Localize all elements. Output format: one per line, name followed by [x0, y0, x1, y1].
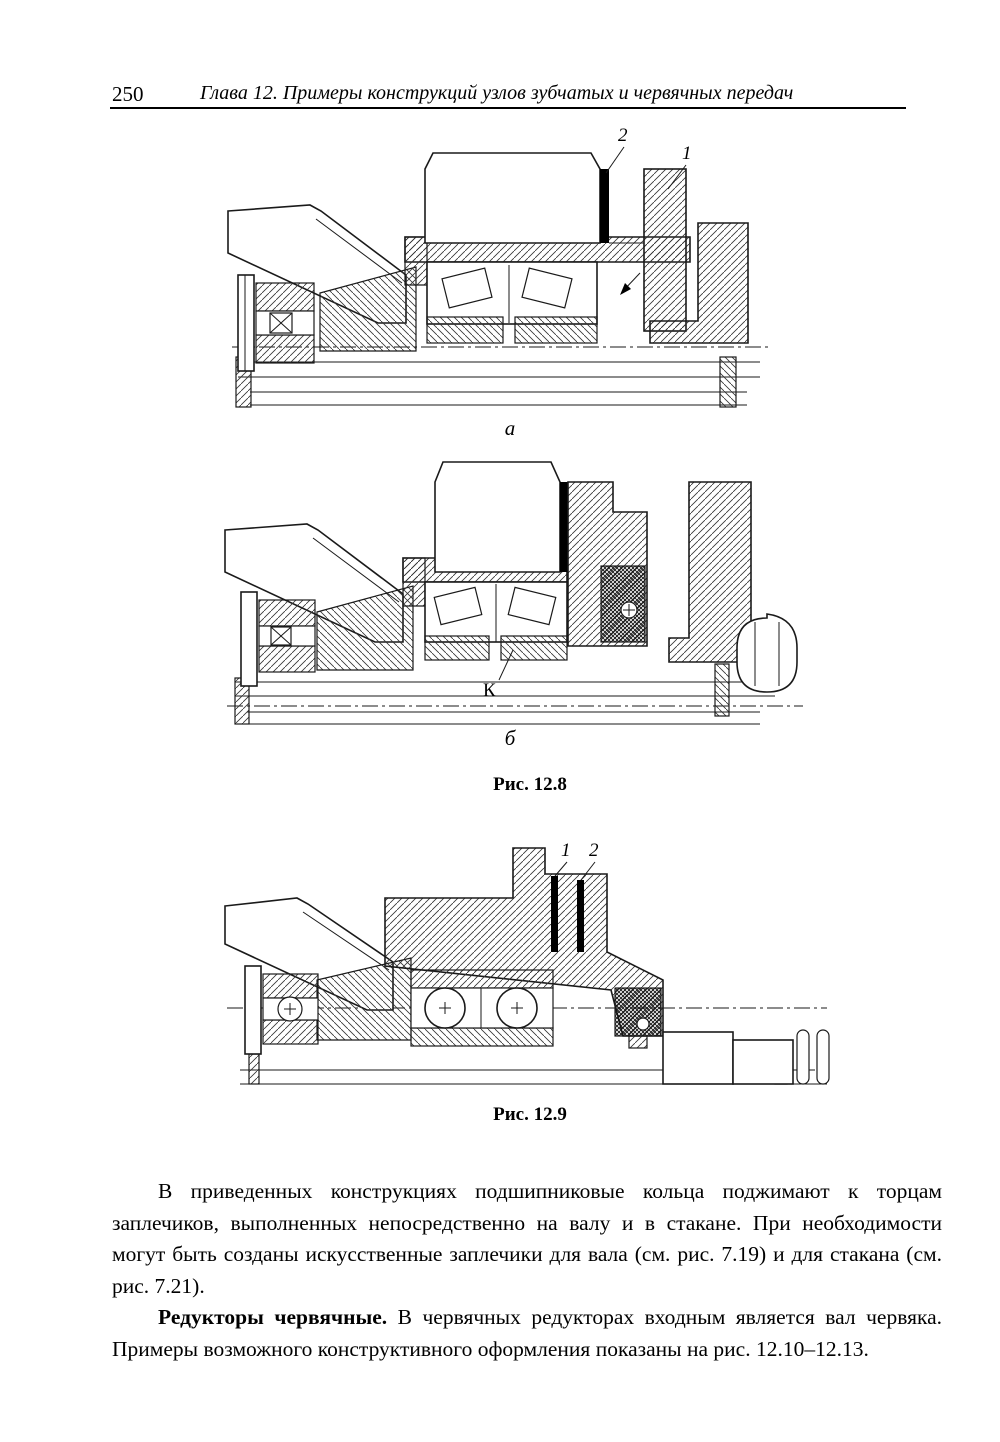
- figure-12-8b-label: б: [504, 726, 516, 750]
- running-header: Глава 12. Примеры конструкций узлов зубч…: [200, 82, 794, 104]
- fig129-housing: [384, 847, 664, 1037]
- fig128b-bearing-cup: [402, 557, 568, 661]
- fig128a-shaft-block: [424, 152, 687, 332]
- figure-12-8a-drawing: 2 1: [227, 125, 768, 408]
- fig128a-lever-arm: [227, 204, 417, 352]
- page-number: 250: [112, 82, 144, 106]
- fig128b-left-bearing: [240, 591, 316, 687]
- paragraph-2: Редукторы червячные. В червячных редукто…: [112, 1302, 942, 1365]
- fig128b-shaft-block: [434, 461, 568, 573]
- paragraph-2-text: В червячных редукторах входным является …: [112, 1305, 942, 1361]
- fig129-callouts: 1 2: [554, 840, 599, 881]
- figure-12-8a-label: а: [504, 416, 516, 440]
- part-2-spacer: [577, 880, 584, 952]
- paragraph-2-lead: Редукторы червячные.: [158, 1305, 388, 1329]
- fig128a-callout-2: 2: [618, 125, 628, 146]
- fig128b-lever-arm: [224, 523, 414, 671]
- fig128a-bearing-cup: [404, 236, 691, 344]
- fig128a-right-housing: [649, 222, 749, 344]
- part-1-spacer: [551, 876, 558, 952]
- fig129-seal: [614, 987, 662, 1049]
- fig129-callout-1: 1: [561, 840, 571, 861]
- fig128b-callouts: К: [483, 649, 514, 701]
- figure-12-8b-drawing: К: [224, 461, 803, 725]
- fig128b-right-housing: [668, 481, 752, 717]
- fig128b-callout-k: К: [483, 680, 496, 701]
- fig129-output-shaft: [662, 1029, 830, 1085]
- figure-12-8-caption: Рис. 12.8: [493, 774, 567, 795]
- fig128a-left-bearing: [237, 274, 315, 372]
- header-rule: [110, 107, 906, 109]
- fig128a-callout-1: 1: [682, 143, 692, 164]
- paragraph-1: В приведенных конструкциях подшипниковые…: [112, 1176, 942, 1302]
- figure-12-9-drawing: 1 2: [224, 840, 830, 1085]
- fig128b-axis-lines: [227, 677, 803, 725]
- fig128a-adjustment-arrow: [620, 272, 641, 295]
- fig129-left-bearing: [244, 965, 319, 1055]
- body-text: В приведенных конструкциях подшипниковые…: [112, 1176, 942, 1365]
- part-1-cover: [643, 168, 687, 332]
- fig128b-seal-cap: [567, 481, 648, 647]
- fig128a-callouts: 2 1: [605, 125, 692, 190]
- fig128b-rod-end: [736, 613, 798, 693]
- fig129-callout-2: 2: [589, 840, 599, 861]
- figure-12-9-caption: Рис. 12.9: [493, 1104, 567, 1125]
- fig129-ball-bearings: [410, 969, 554, 1047]
- paragraph-1-text: В приведенных конструкциях подшипниковые…: [112, 1179, 942, 1298]
- part-2-spacer: [600, 169, 609, 243]
